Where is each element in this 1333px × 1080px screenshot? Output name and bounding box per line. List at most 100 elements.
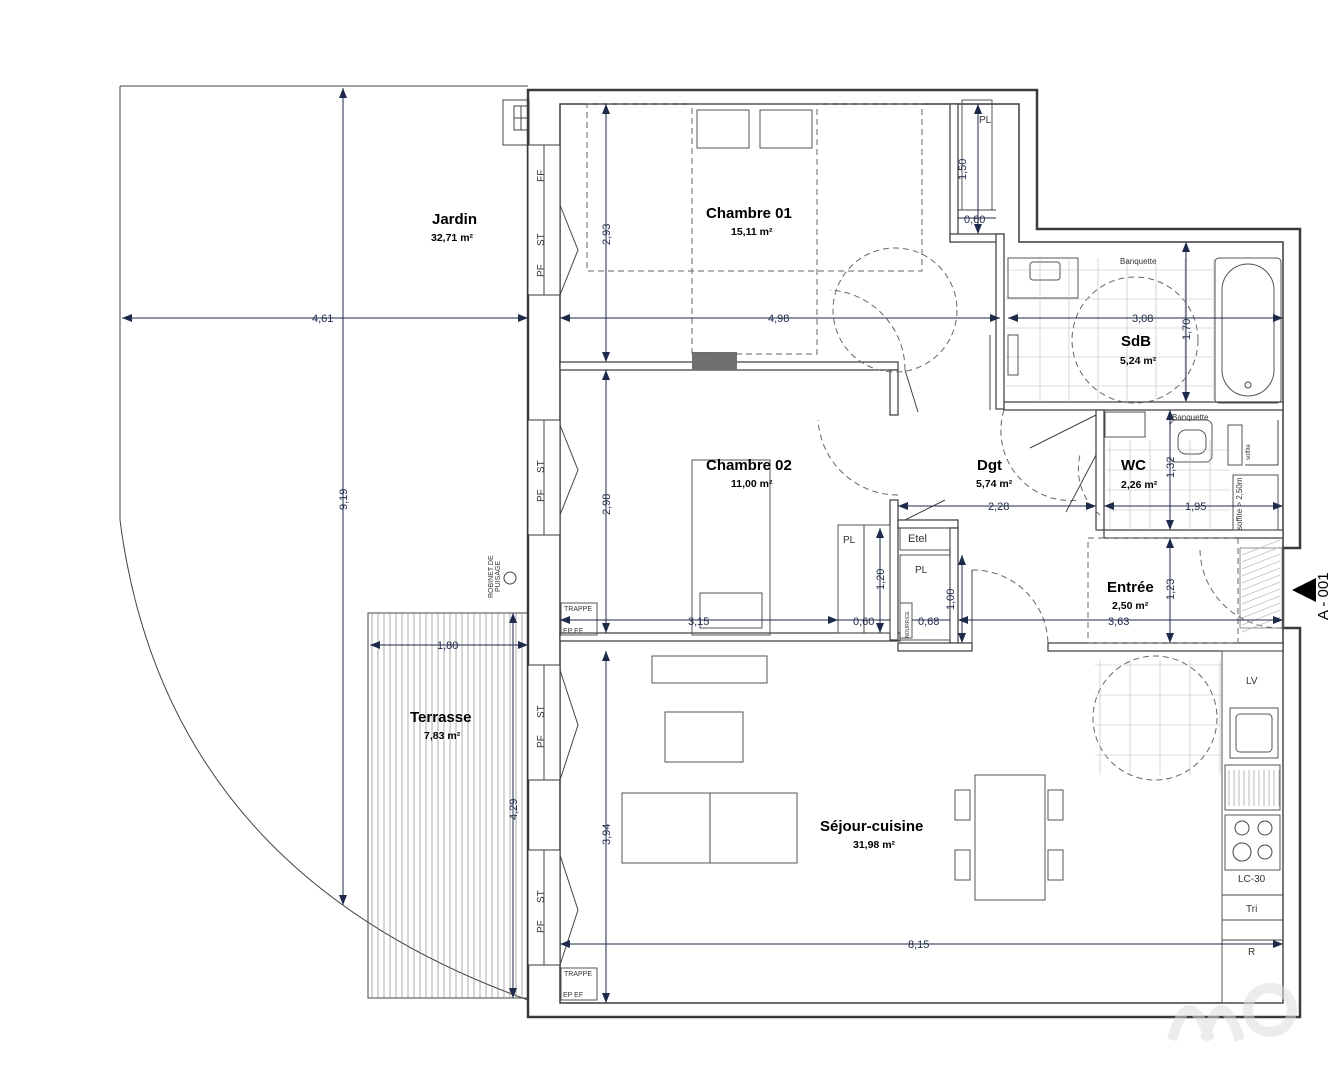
dim-sejour-height: 3,94 — [601, 824, 613, 845]
pattern-line — [1241, 553, 1281, 570]
dim-sdb-width: 3,08 — [1132, 313, 1153, 325]
pattern-line — [1241, 581, 1281, 598]
etel-label: Etel — [908, 533, 927, 545]
dim-pl3-height: 1,00 — [945, 589, 957, 610]
chair-icon — [954, 849, 971, 881]
etel-box — [899, 527, 951, 551]
entree-area — [1087, 537, 1281, 644]
jardin-area: ROBINET DE PUISAGE — [119, 85, 530, 1001]
coffee-table-icon — [664, 711, 744, 763]
pattern-line — [1241, 602, 1281, 619]
room-area-sejour: 31,98 m² — [853, 839, 896, 851]
room-name-entree: Entrée — [1107, 579, 1154, 596]
epef-label: EP EF — [563, 628, 583, 635]
section-arrow-icon — [1292, 578, 1316, 602]
window-label-pf: PF — [536, 489, 547, 502]
dim-ch2-width: 3,15 — [688, 616, 709, 628]
bathtub-icon — [1214, 257, 1282, 404]
lv-label: LV — [1246, 676, 1258, 687]
dimension-labels: 4,61 9,19 4,98 3,08 2,93 1,50 0,60 1,70 … — [312, 159, 1206, 951]
room-area-chambre01: 15,11 m² — [731, 226, 773, 238]
dim-jardin-height: 9,19 — [338, 489, 350, 510]
cistern-icon — [1227, 424, 1243, 466]
dim-wc-height: 1,32 — [1165, 457, 1177, 478]
r-label: R — [1248, 947, 1255, 958]
pattern-line — [1241, 560, 1281, 577]
terrasse-area — [367, 612, 529, 999]
room-area-chambre02: 11,00 m² — [731, 478, 773, 490]
chambre01-furniture — [586, 103, 958, 373]
section-marker: A - 001 — [1292, 572, 1332, 620]
lc30-label: LC-30 — [1238, 874, 1266, 885]
banquette-label: Banquette — [1172, 413, 1209, 422]
room-area-jardin: 32,71 m² — [431, 232, 474, 244]
trappe-label: TRAPPE — [564, 971, 592, 978]
dimension-lines — [122, 88, 1283, 1003]
tri-label: Tri — [1246, 904, 1257, 915]
room-labels: Jardin 32,71 m² Chambre 01 15,11 m² Cham… — [410, 205, 1158, 851]
pattern-line — [1241, 595, 1281, 612]
dim-pl3-width: 0,68 — [918, 616, 939, 628]
bed-frame — [691, 103, 818, 355]
pillow-icon — [759, 109, 813, 149]
soffite-label: soffite > 2,50m — [1235, 477, 1244, 530]
room-area-terrasse: 7,83 m² — [424, 730, 461, 742]
logo-watermark-icon — [1167, 983, 1297, 1042]
epef-label: EP EF — [563, 992, 583, 999]
cupboards — [899, 99, 996, 641]
pattern-line — [1241, 539, 1281, 556]
banquette-label: Banquette — [1120, 257, 1157, 266]
room-name-chambre02: Chambre 02 — [706, 457, 792, 474]
window-label-pf: PF — [536, 264, 547, 277]
pl-label: PL — [915, 565, 928, 576]
pattern-line — [1241, 609, 1281, 626]
dim-pl2-height: 1,20 — [875, 569, 887, 590]
trappes: TRAPPE EP EF TRAPPE EP EF — [560, 602, 598, 1001]
dim-terrasse-width: 1,80 — [437, 640, 458, 652]
doors — [817, 289, 1284, 646]
sejour-furniture — [621, 650, 1284, 1004]
dim-ch1-height: 2,93 — [601, 224, 613, 245]
window-label-pf: PF — [536, 920, 547, 933]
soffite-label-short: soffite — [1246, 443, 1252, 460]
window-label-pf: PF — [536, 735, 547, 748]
dishwasher-icon — [1224, 764, 1281, 811]
room-name-chambre01: Chambre 01 — [706, 205, 792, 222]
trappe-label: TRAPPE — [564, 606, 592, 613]
turning-circle — [832, 247, 958, 373]
section-label: A - 001 — [1315, 572, 1332, 620]
pl-label: PL — [843, 535, 856, 546]
structural-beam — [692, 352, 737, 370]
dim-jardin-width: 4,61 — [312, 313, 333, 325]
robinet-label-2: PUISAGE — [495, 561, 502, 592]
chambre02-furniture — [691, 459, 891, 636]
dim-ch2-height: 2,98 — [601, 494, 613, 515]
robinet-icon — [503, 571, 517, 585]
dim-entree-height: 1,23 — [1165, 579, 1177, 600]
dim-pl2-width: 0,60 — [853, 616, 874, 628]
radiator-icon — [1007, 334, 1019, 376]
window-label-st: ST — [536, 233, 547, 246]
dining-table-icon — [974, 774, 1046, 901]
dim-pl-height: 1,50 — [957, 159, 969, 180]
vent-grille-icon — [502, 99, 530, 146]
robinet-label: ROBINET DE — [488, 555, 495, 598]
window-label-ff: FF — [536, 170, 547, 182]
dim-entree-width: 3,63 — [1108, 616, 1129, 628]
pl-label: PL — [979, 115, 992, 126]
dim-sejour-width: 8,15 — [908, 939, 929, 951]
room-name-jardin: Jardin — [432, 211, 477, 228]
chair-icon — [1047, 849, 1064, 881]
dim-sdb-height: 1,70 — [1181, 319, 1193, 340]
dim-dgt-width: 2,28 — [988, 501, 1009, 513]
room-area-wc: 2,26 m² — [1121, 479, 1158, 491]
pattern-line — [1241, 588, 1281, 605]
cooktop-icon — [1224, 814, 1281, 871]
kitchen-sink-icon — [1229, 707, 1279, 759]
bed-outline — [586, 103, 923, 272]
turning-circle — [1092, 655, 1218, 781]
pattern-line — [1241, 574, 1281, 591]
chair-icon — [1047, 789, 1064, 821]
room-name-wc: WC — [1121, 457, 1146, 474]
